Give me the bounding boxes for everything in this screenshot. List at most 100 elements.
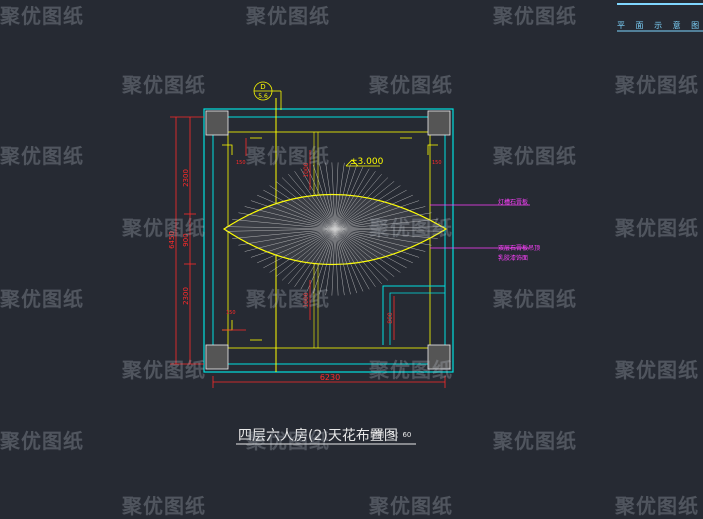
hatch-line xyxy=(244,206,336,230)
dim-overall-height: 6450 xyxy=(168,231,176,249)
hatch-line xyxy=(275,181,336,230)
hatch-line xyxy=(306,228,336,292)
annotation-3: 乳胶漆饰面 xyxy=(498,254,528,262)
annotation-leaders xyxy=(430,204,530,249)
hatch-line xyxy=(334,228,357,294)
hatch-line xyxy=(334,212,432,230)
hatch-line xyxy=(331,228,336,296)
dim-overall-width: 6230 xyxy=(320,373,340,382)
hatch-line xyxy=(334,228,339,296)
hatch-line xyxy=(288,174,336,230)
column-bottom-right xyxy=(427,344,451,370)
hatch-line xyxy=(306,166,336,230)
hatch-line xyxy=(334,194,413,230)
hatch-line xyxy=(334,228,345,296)
hatch-line xyxy=(269,185,336,230)
hatch-line xyxy=(238,228,336,246)
ceiling-hatch xyxy=(225,162,445,296)
section-marker-top: D xyxy=(260,83,265,91)
hatch-line xyxy=(334,181,395,230)
bathroom-wall xyxy=(382,285,445,345)
hatch-line xyxy=(334,177,389,230)
hatch-line xyxy=(232,219,336,230)
hatch-line xyxy=(250,228,336,258)
column-bottom-left xyxy=(205,344,229,370)
hatch-line xyxy=(334,206,426,230)
hatch-line xyxy=(334,228,351,295)
annotation-1: 灯槽石膏板 xyxy=(498,198,528,206)
dim-left-lower: 2300 xyxy=(182,287,190,305)
dim-corner-tl: 150 xyxy=(236,160,246,166)
annotation-2: 双层石膏板吊顶 xyxy=(498,244,540,252)
hatch-line xyxy=(325,162,336,230)
hatch-line xyxy=(334,162,345,230)
hatch-line xyxy=(334,228,401,273)
hatch-line xyxy=(334,185,401,230)
hatch-line xyxy=(334,200,420,230)
dim-left-upper: 2300 xyxy=(182,169,190,187)
hatch-line xyxy=(300,168,336,230)
hatch-line xyxy=(334,228,438,239)
hatch-line xyxy=(263,189,336,230)
hatch-line xyxy=(334,228,413,264)
dimension-lines xyxy=(170,116,446,388)
hatch-line xyxy=(250,200,336,230)
hatch-line xyxy=(225,226,336,230)
inner-wall xyxy=(212,116,446,365)
ceiling-plan-drawing: D 5.6 ±3.000 灯槽石膏板 双层石膏板吊顶 乳胶漆饰面 6230 64… xyxy=(168,3,703,445)
hatch-line xyxy=(244,228,336,252)
hatch-line xyxy=(269,228,336,273)
hatch-line xyxy=(334,162,339,230)
outer-wall xyxy=(203,108,454,373)
dim-center-upper: 1000 xyxy=(303,162,310,177)
hatch-line xyxy=(334,226,445,230)
bathroom-wall-inner xyxy=(389,292,445,345)
hatch-line xyxy=(334,228,407,269)
hatch-line xyxy=(334,228,432,246)
section-marker-bottom: 5.6 xyxy=(258,93,268,100)
hatch-line xyxy=(334,189,407,230)
hatch-line xyxy=(334,166,364,230)
hatch-line xyxy=(294,171,336,230)
column-top-right xyxy=(427,110,451,136)
hatch-line xyxy=(334,163,351,230)
hatch-line xyxy=(257,228,336,264)
hatch-line xyxy=(319,228,336,295)
column-top-left xyxy=(205,110,229,136)
hatch-line xyxy=(313,228,336,294)
hatch-line xyxy=(334,228,395,277)
dim-corner-bl: 150 xyxy=(226,310,236,316)
hatch-line xyxy=(263,228,336,269)
hatch-line xyxy=(334,168,370,230)
hatch-line xyxy=(225,228,336,232)
drawing-title: 四层六人房(2)天花布置图 xyxy=(238,428,398,444)
hatch-line xyxy=(334,228,420,258)
hatch-line xyxy=(232,228,336,239)
hatch-line xyxy=(334,228,370,290)
hatch-line xyxy=(325,228,336,296)
hatch-line xyxy=(257,194,336,230)
legend-label: 平 面 示 意 图 xyxy=(617,21,703,30)
hatch-line xyxy=(281,228,336,281)
hatch-line xyxy=(334,228,364,292)
hatch-line xyxy=(313,164,336,230)
hatch-line xyxy=(334,228,445,232)
hatch-line xyxy=(294,228,336,287)
hatch-line xyxy=(334,228,382,284)
hatch-line xyxy=(275,228,336,277)
hatch-line xyxy=(288,228,336,284)
elevation-marker xyxy=(345,159,359,167)
dim-left-middle: 900 xyxy=(182,233,190,246)
dim-right-segment: 800 xyxy=(387,312,394,324)
hatch-line xyxy=(319,163,336,230)
hatch-line xyxy=(281,177,336,230)
ceiling-outline xyxy=(227,131,431,349)
drawing-scale: 比例：1：60 xyxy=(370,431,412,439)
hatch-line xyxy=(238,212,336,230)
hatch-line xyxy=(334,228,389,281)
elevation-label: ±3.000 xyxy=(350,157,384,167)
hatch-line xyxy=(300,228,336,290)
hatch-line xyxy=(334,171,376,230)
dim-corner-tr: 150 xyxy=(432,160,442,166)
hatch-line xyxy=(334,174,382,230)
